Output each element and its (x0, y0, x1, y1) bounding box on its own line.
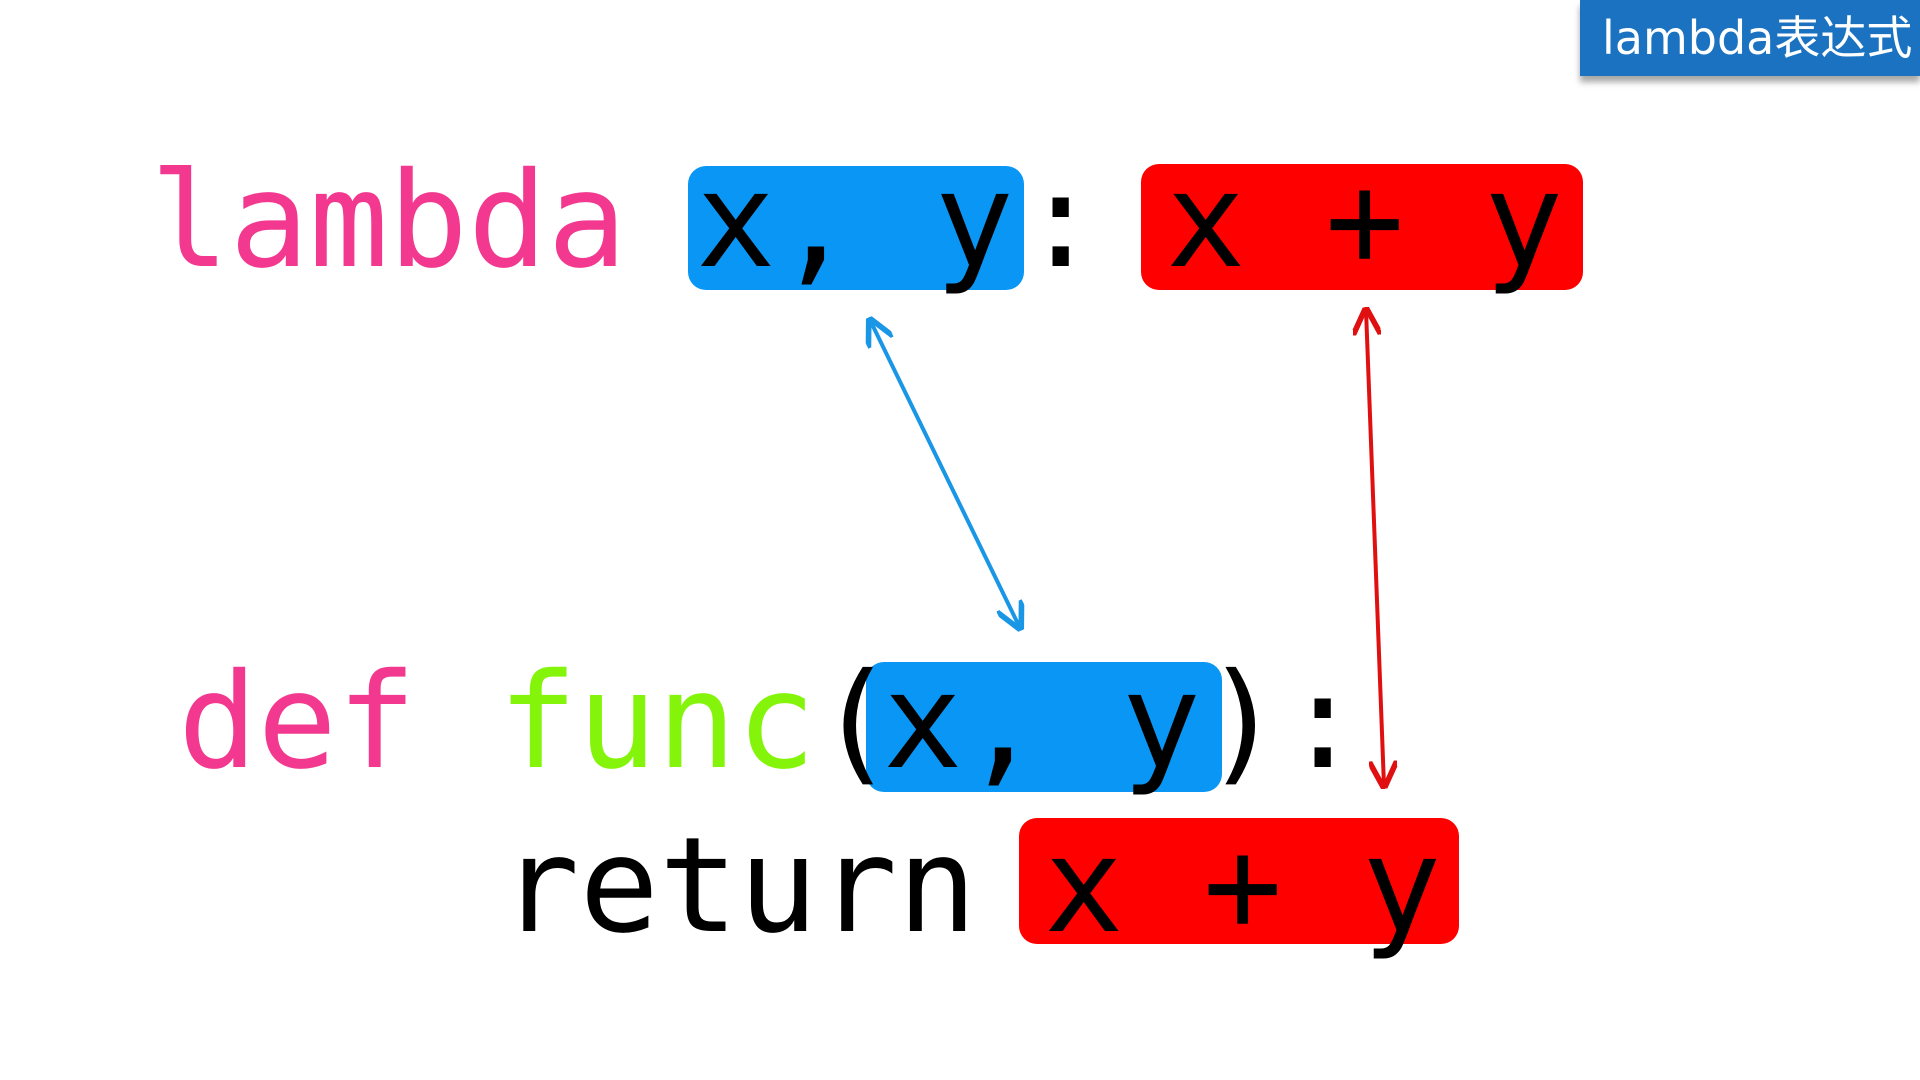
topic-badge: lambda表达式 (1580, 0, 1920, 76)
body-link-arrow (1366, 310, 1384, 786)
open-paren: ( (816, 645, 896, 799)
lambda-keyword: lambda (150, 144, 627, 298)
params-link-arrow (870, 320, 1020, 628)
return-expr: x + y (1044, 809, 1442, 963)
lambda-params: x, y (696, 144, 1014, 298)
def-keyword: def (178, 645, 417, 799)
lambda-params-highlight (688, 166, 1024, 290)
def-params: x, y (883, 645, 1201, 799)
return-keyword: return (500, 809, 977, 963)
lambda-body-highlight (1141, 164, 1583, 290)
function-name: func (498, 645, 816, 799)
close-paren: ) (1203, 645, 1283, 799)
def-params-highlight (866, 662, 1222, 792)
lambda-body: x + y (1166, 144, 1564, 298)
return-body-highlight (1019, 818, 1459, 944)
lambda-colon: : (1021, 144, 1101, 298)
def-colon: : (1283, 645, 1363, 799)
